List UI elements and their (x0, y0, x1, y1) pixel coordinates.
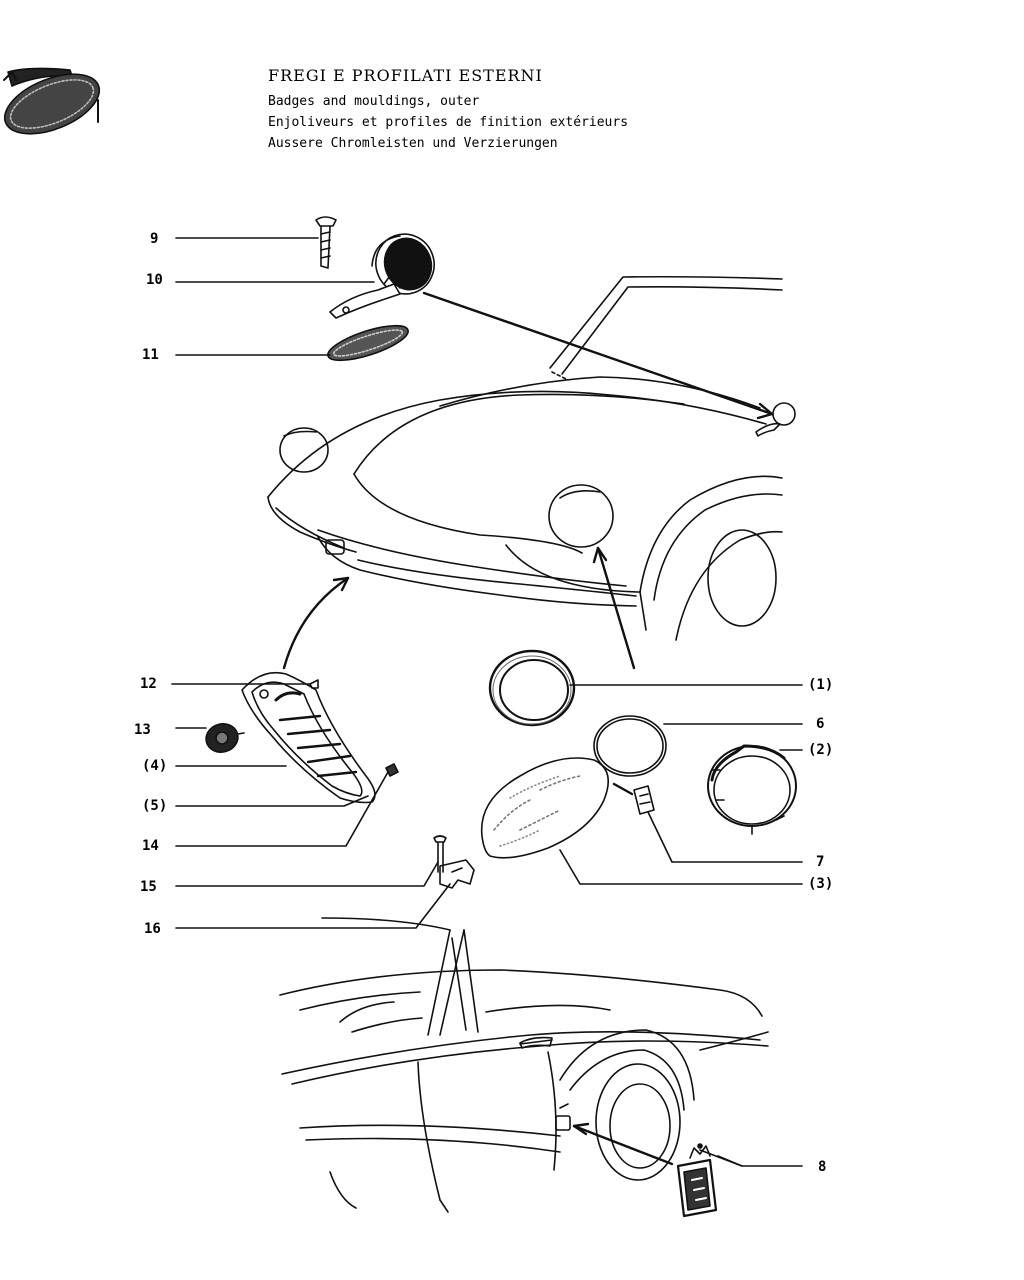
callout-5: (5) (142, 798, 168, 814)
subtitle-de: Aussere Chromleisten und Verzierungen (268, 136, 558, 151)
assembly-arrows (282, 291, 774, 1166)
callout-7: 7 (816, 854, 825, 870)
part-9-screw (315, 216, 337, 269)
callout-16: 16 (144, 921, 161, 937)
car-side-outline (279, 917, 769, 1213)
part-10-mirror (329, 233, 435, 319)
part-15-screw (433, 835, 447, 873)
callout-3: (3) (808, 876, 834, 892)
part-6-ring (593, 715, 667, 777)
part-3-headlamp-cover (480, 757, 610, 859)
callout-12: 12 (140, 676, 157, 692)
callout-1: (1) (808, 677, 834, 693)
callout-9: 9 (150, 231, 159, 247)
part-16-clip (439, 859, 475, 889)
callout-10: 10 (146, 272, 163, 288)
leader-lines (171, 237, 803, 1167)
callout-4: (4) (142, 758, 168, 774)
callout-11: 11 (142, 347, 159, 363)
section-thumbnail-icon (3, 67, 101, 135)
header-block: FREGI E PROFILATI ESTERNI Badges and mou… (268, 66, 628, 154)
callout-2: (2) (808, 742, 834, 758)
part-2-retaining-ring (707, 744, 797, 835)
part-11-moulding (327, 324, 409, 362)
part-4-5-grille (241, 671, 376, 804)
callout-14: 14 (142, 838, 159, 854)
subtitle-fr: Enjoliveurs et profiles de finition exté… (268, 115, 629, 130)
part-8-crest-badge (676, 1143, 718, 1218)
callout-15: 15 (140, 879, 157, 895)
part-7-clip (633, 785, 655, 815)
part-13-emblem (205, 723, 245, 753)
part-1-headlamp-rim (488, 649, 576, 727)
callout-13: 13 (134, 722, 151, 738)
callout-6: 6 (816, 716, 825, 732)
subtitle-en: Badges and mouldings, outer (268, 94, 480, 109)
page-title: FREGI E PROFILATI ESTERNI (268, 66, 543, 85)
callout-8: 8 (818, 1159, 827, 1175)
part-14-clip (385, 763, 399, 777)
